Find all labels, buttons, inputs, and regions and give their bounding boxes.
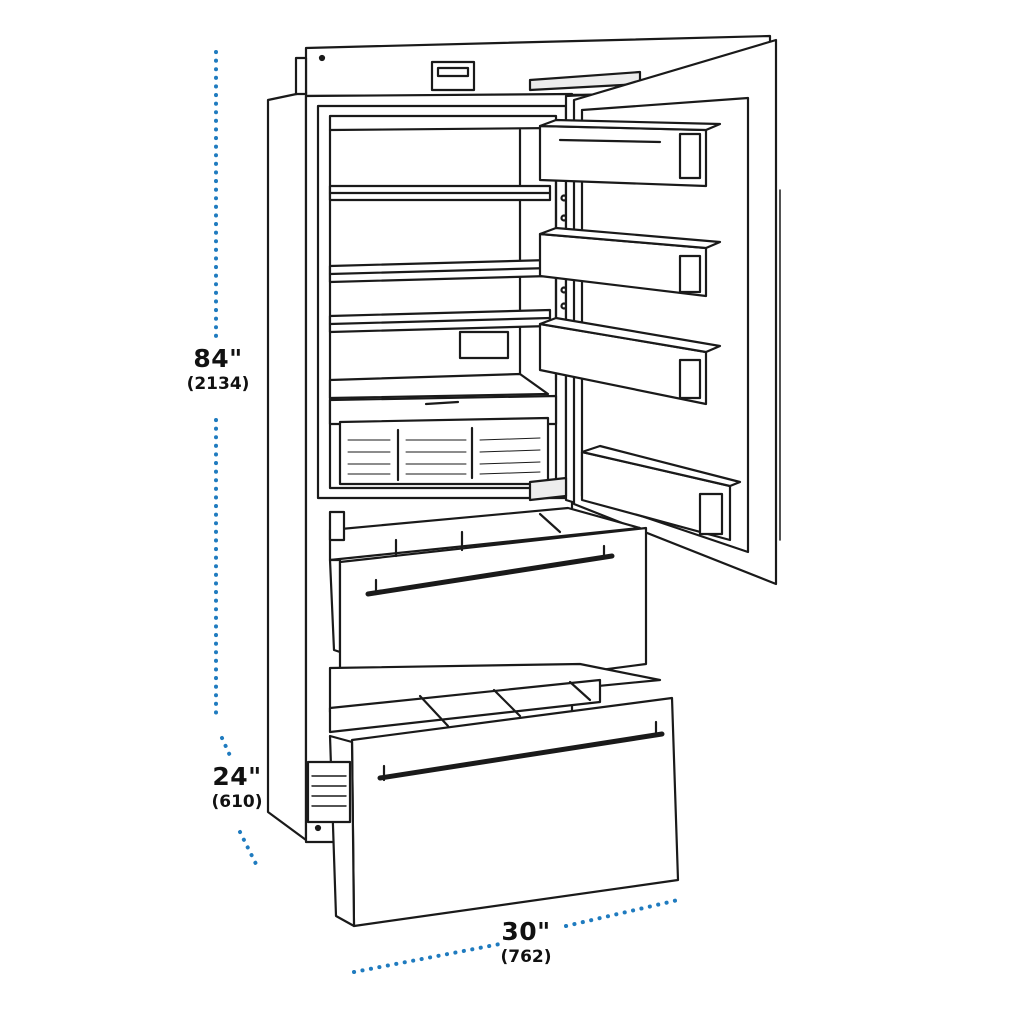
refrigerator-door [528,38,781,586]
toe-kick-grille [306,760,352,832]
width-dimension-label: 30" (762) [478,918,574,968]
width-mm: (762) [500,947,552,967]
lower-drawer-handle [377,720,665,782]
door-bin-2 [538,226,722,298]
shelf-4 [328,372,550,400]
lower-freezer-drawer [328,662,680,928]
shelf-2 [328,258,552,284]
depth-dimension-label: 24" (610) [195,763,279,813]
depth-dimension-line [220,736,260,870]
width-dimension-line [352,898,680,974]
upper-drawer-handle [365,544,615,597]
shelf-1 [328,184,552,202]
door-bin-3 [538,316,722,406]
door-bin-4 [580,444,742,542]
width-inches: 30" [501,917,551,946]
upper-freezer-drawer [328,506,648,706]
door-bin-1 [538,118,722,188]
height-mm: (2134) [186,374,250,394]
crisper-drawer [328,394,558,486]
height-dimension-label: 84" (2134) [168,345,268,395]
depth-mm: (610) [211,792,263,812]
height-inches: 84" [193,344,243,373]
depth-inches: 24" [212,762,262,791]
